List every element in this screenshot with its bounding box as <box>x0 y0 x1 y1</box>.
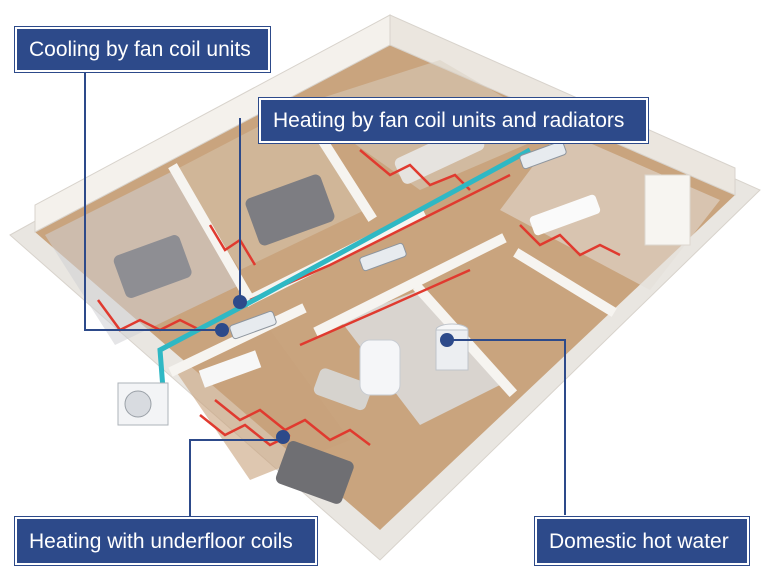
bed-icon <box>113 235 192 298</box>
label-domestic-hot-water: Domestic hot water <box>535 517 749 565</box>
fan-coil-unit-icon <box>359 242 407 272</box>
interior-walls <box>168 98 617 398</box>
fan-coil-unit-icon <box>229 310 277 340</box>
kitchen-cabinets-icon <box>644 174 691 246</box>
bed-icon <box>245 174 335 246</box>
room-kitchen <box>500 130 720 290</box>
room-bathroom <box>340 290 500 425</box>
bed-icon <box>275 441 354 504</box>
label-underfloor-heating: Heating with underfloor coils <box>15 517 317 565</box>
label-cooling-fan-coil: Cooling by fan coil units <box>15 27 270 72</box>
label-heating-fan-coil-radiators: Heating by fan coil units and radiators <box>259 98 648 143</box>
desk-icon <box>198 350 262 388</box>
hot-water-tank-icon <box>435 323 469 371</box>
bathtub-icon <box>359 339 401 396</box>
connector-dots <box>215 295 454 444</box>
sofa-icon <box>313 368 372 411</box>
label-connectors <box>84 72 566 517</box>
fan-coil-unit-icon <box>519 140 567 170</box>
outdoor-unit-icon <box>117 382 169 426</box>
room-bedroom-center <box>175 105 365 270</box>
dining-table-icon <box>529 194 601 236</box>
